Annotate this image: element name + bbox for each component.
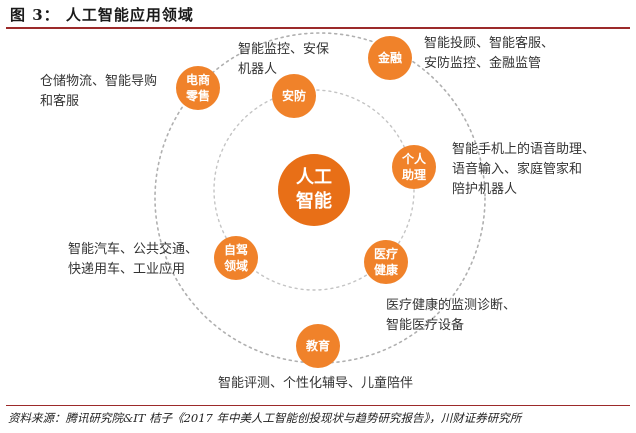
source-note: 资料来源：腾讯研究院&IT 桔子《2017 年中美人工智能创投现状与趋势研究报告… bbox=[8, 411, 522, 425]
security-node-label: 安防 bbox=[281, 89, 306, 103]
finance-node: 金融 bbox=[368, 36, 412, 80]
medical-description: 医疗健康的监测诊断、 智能医疗设备 bbox=[386, 296, 516, 336]
education-node-label: 教育 bbox=[305, 339, 330, 353]
figure-title: 图 3： 人工智能应用领域 bbox=[10, 6, 194, 24]
driving-node-line1: 自驾 bbox=[223, 243, 248, 257]
security-desc-line2: 机器人 bbox=[238, 62, 278, 77]
ai-center-node: 人工智能 bbox=[278, 154, 350, 226]
figure-title-bar: 图 3： 人工智能应用领域 bbox=[6, 3, 630, 29]
driving-node-line2: 领域 bbox=[223, 259, 248, 273]
finance-desc-line2: 安防监控、金融监管 bbox=[424, 56, 542, 71]
retail-node-line2: 零售 bbox=[185, 89, 210, 103]
driving-desc-line1: 智能汽车、公共交通、 bbox=[68, 242, 199, 257]
footer-rule bbox=[6, 405, 630, 406]
retail-desc-line1: 仓储物流、智能导购 bbox=[40, 74, 158, 89]
assistant-node: 个人助理 bbox=[392, 145, 436, 189]
driving-desc-line2: 快递用车、工业应用 bbox=[68, 262, 186, 277]
ai-center-line2: 智能 bbox=[296, 191, 332, 212]
assistant-desc-line3: 陪护机器人 bbox=[452, 182, 518, 197]
security-node: 安防 bbox=[272, 74, 316, 118]
retail-node-line1: 电商 bbox=[185, 73, 210, 87]
assistant-node-line2: 助理 bbox=[401, 168, 426, 182]
assistant-node-line1: 个人 bbox=[401, 152, 426, 166]
retail-desc-line2: 和客服 bbox=[40, 94, 80, 109]
security-description: 智能监控、安保 机器人 bbox=[238, 40, 329, 80]
retail-description: 仓储物流、智能导购 和客服 bbox=[40, 72, 157, 112]
assistant-description: 智能手机上的语音助理、 语音输入、家庭管家和 陪护机器人 bbox=[452, 140, 595, 200]
ai-center-line1: 人工 bbox=[296, 167, 332, 188]
medical-node-line2: 健康 bbox=[373, 263, 398, 277]
finance-node-label: 金融 bbox=[377, 51, 402, 65]
driving-node: 自驾领域 bbox=[214, 236, 258, 280]
security-desc-line1: 智能监控、安保 bbox=[238, 42, 330, 57]
finance-desc-line1: 智能投顾、智能客服、 bbox=[424, 36, 555, 51]
retail-node: 电商零售 bbox=[176, 66, 220, 110]
education-node: 教育 bbox=[296, 324, 340, 368]
assistant-desc-line2: 语音输入、家庭管家和 bbox=[452, 162, 583, 177]
assistant-desc-line1: 智能手机上的语音助理、 bbox=[452, 142, 596, 157]
education-description: 智能评测、个性化辅导、儿童陪伴 bbox=[218, 374, 413, 394]
education-desc-line1: 智能评测、个性化辅导、儿童陪伴 bbox=[218, 376, 414, 391]
medical-node-line1: 医疗 bbox=[373, 247, 398, 261]
finance-description: 智能投顾、智能客服、 安防监控、金融监管 bbox=[424, 34, 554, 74]
medical-node: 医疗健康 bbox=[364, 240, 408, 284]
medical-desc-line1: 医疗健康的监测诊断、 bbox=[386, 298, 517, 313]
medical-desc-line2: 智能医疗设备 bbox=[386, 318, 465, 333]
driving-description: 智能汽车、公共交通、 快递用车、工业应用 bbox=[68, 240, 198, 280]
